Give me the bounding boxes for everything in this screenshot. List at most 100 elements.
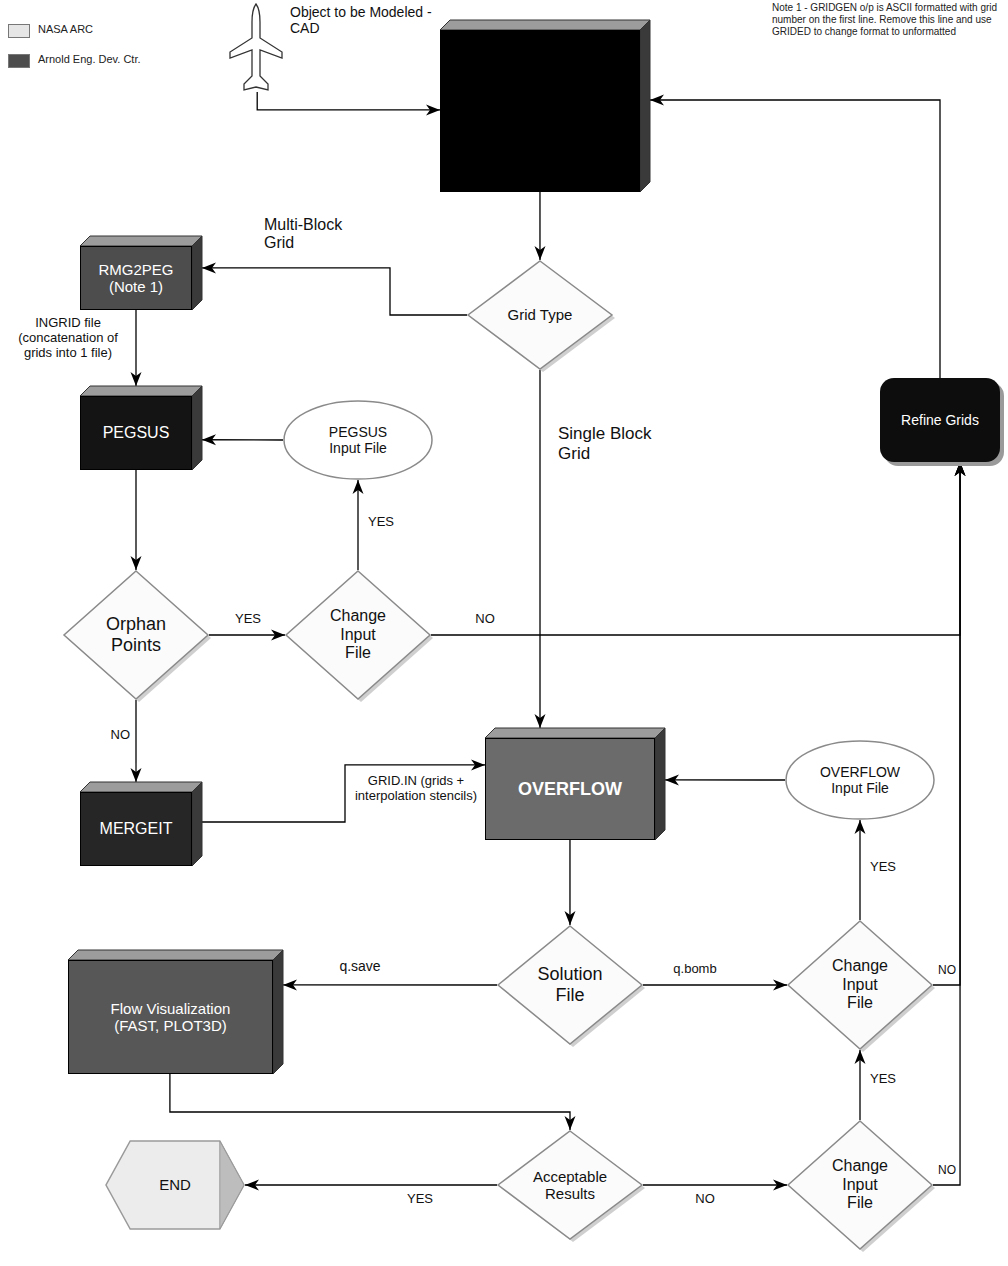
connector-line (170, 1074, 570, 1130)
connector-line (643, 1184, 787, 1185)
legend-swatch (8, 54, 30, 68)
connector (353, 480, 364, 570)
refine-box: Refine Grids (880, 378, 1000, 462)
connector-line (202, 268, 467, 315)
connector (283, 979, 497, 990)
connector-line (209, 634, 285, 635)
connector (855, 820, 866, 920)
arrowhead (650, 94, 664, 105)
connector (202, 759, 485, 822)
node-outline (228, 2, 284, 92)
arrowhead (202, 262, 216, 273)
node-text: Solution File (534, 964, 606, 1005)
arrowhead (202, 434, 216, 445)
connector-line (135, 470, 136, 570)
arrowhead (353, 480, 364, 494)
connector-line (933, 462, 960, 985)
edge-label: NO (935, 1164, 959, 1178)
connector (643, 980, 787, 991)
process-box: RMG2PEG (Note 1) (80, 236, 202, 310)
legend-text: NASA ARC (38, 23, 93, 36)
arrowhead (426, 104, 440, 115)
arrowhead (245, 1180, 259, 1191)
node-text: OVERFLOW (518, 779, 622, 800)
node-text: MERGEIT (100, 820, 173, 838)
node-text: Change Input File (829, 1157, 891, 1212)
legend-text: Arnold Eng. Dev. Ctr. (38, 53, 141, 66)
arrowhead (534, 246, 545, 260)
connector (431, 462, 966, 635)
decision-diamond: Change Input File (787, 1120, 933, 1250)
node-text: Change Input File (829, 957, 891, 1012)
node-text: Refine Grids (901, 412, 979, 428)
node-outline (440, 20, 650, 192)
edge-label: NO (470, 612, 500, 627)
arrowhead (535, 714, 546, 728)
process-box (440, 20, 650, 192)
input-file-ellipse: PEGSUS Input File (283, 400, 433, 480)
connector (257, 92, 440, 115)
node-text: Grid Type (508, 306, 573, 323)
arrowhead (855, 820, 866, 834)
arrowhead (130, 768, 141, 782)
node-text: OVERFLOW Input File (815, 764, 905, 796)
edge-label: NO (935, 964, 959, 978)
arrowhead (773, 980, 787, 991)
node-text: PEGSUS (103, 424, 170, 442)
connector (650, 94, 940, 378)
connector-line (431, 462, 960, 635)
legend-swatch (8, 24, 30, 38)
edge-label: NO (690, 1192, 720, 1207)
connector-line (135, 310, 136, 386)
connector (130, 470, 141, 570)
edge-label: NO (100, 728, 132, 743)
decision-diamond: Acceptable Results (497, 1130, 643, 1240)
arrowhead (565, 1116, 576, 1130)
connector (564, 840, 575, 925)
connector (245, 1180, 497, 1191)
decision-diamond: Change Input File (285, 570, 431, 700)
arrowhead (955, 462, 966, 476)
arrowhead (130, 556, 141, 570)
edge-label: Single Block Grid (556, 424, 666, 463)
connector (209, 630, 285, 641)
node-text: Flow Visualization (FAST, PLOT3D) (96, 1000, 246, 1035)
process-box: Flow Visualization (FAST, PLOT3D) (68, 950, 283, 1074)
edge-label: q.save (330, 958, 390, 974)
connector-line (665, 779, 785, 780)
connector (202, 434, 283, 445)
arrowhead (271, 630, 285, 641)
connector-line (283, 984, 497, 985)
connector-line (135, 700, 136, 782)
aircraft-figure: Object to be Modeled - CAD (228, 2, 468, 92)
edge-label: q.bomb (665, 962, 725, 977)
connector-line (357, 480, 358, 570)
connector-line (859, 820, 860, 920)
connector-line (643, 984, 787, 985)
connector-line (202, 765, 485, 822)
decision-diamond: Change Input File (787, 920, 933, 1050)
connector (535, 370, 546, 728)
edge-label: YES (868, 1072, 908, 1087)
connector (534, 192, 545, 260)
process-box: OVERFLOW (485, 728, 665, 840)
node-text: PEGSUS Input File (318, 424, 398, 456)
connector-line (539, 370, 540, 728)
edge-label: INGRID file (concatenation of grids into… (4, 316, 132, 361)
connector (665, 774, 785, 785)
connector (855, 1050, 866, 1120)
connector (202, 262, 467, 315)
process-box: PEGSUS (80, 386, 202, 470)
connector (643, 1180, 787, 1191)
connector (130, 700, 141, 782)
process-box: MERGEIT (80, 782, 202, 866)
arrowhead (855, 1050, 866, 1064)
note-text: Note 1 - GRIDGEN o/p is ASCII formatted … (772, 2, 1004, 38)
node-text: END (159, 1176, 191, 1193)
arrowhead (665, 774, 679, 785)
connector-line (202, 439, 283, 441)
decision-diamond: Orphan Points (63, 570, 209, 700)
arrowhead (564, 911, 575, 925)
edge-label: Multi-Block Grid (262, 216, 362, 253)
